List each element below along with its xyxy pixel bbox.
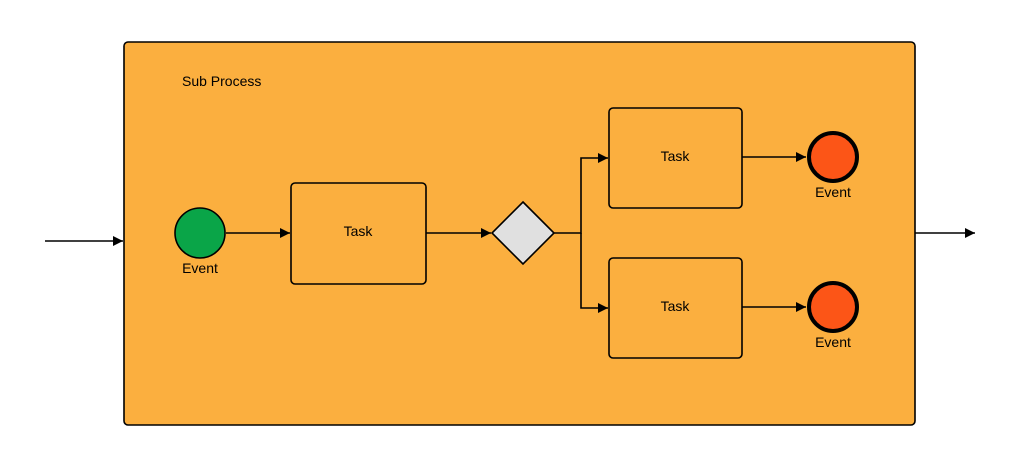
task-bottom-label: Task (661, 298, 691, 314)
end-event-bottom-label: Event (815, 334, 851, 350)
start-event-circle[interactable] (174, 207, 226, 259)
end-event-top-label: Event (815, 184, 851, 200)
task-main-label: Task (344, 223, 374, 239)
flow-gateway-to-task-top[interactable] (554, 153, 608, 234)
task-bottom-box[interactable] (608, 257, 743, 359)
task-top-box[interactable] (608, 107, 743, 209)
exclusive-gateway[interactable] (490, 200, 556, 266)
task-top-label: Task (661, 148, 691, 164)
end-event-bottom-circle[interactable] (807, 281, 859, 333)
subprocess-label: Sub Process (182, 73, 261, 89)
start-event-label: Event (182, 260, 218, 276)
end-event-top-circle[interactable] (807, 131, 859, 183)
flow-gateway-to-task-bottom[interactable] (580, 233, 608, 313)
